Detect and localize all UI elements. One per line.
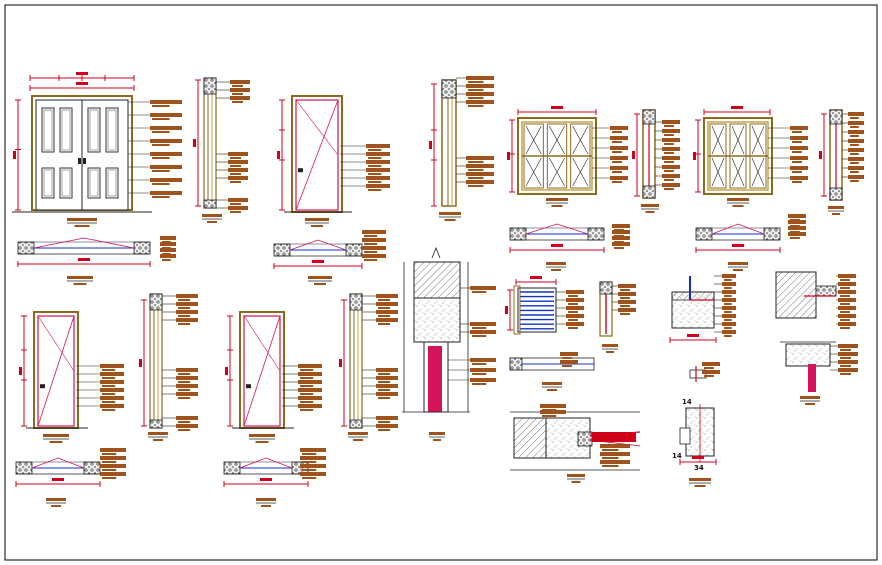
- window-jamb-a: [632, 109, 680, 213]
- column-section-detail: [679, 404, 717, 487]
- single-door-c-plan: [223, 448, 326, 507]
- louver-sill-plan: [509, 344, 618, 391]
- sheet-border: [4, 4, 878, 561]
- window-b-plan: [695, 214, 806, 271]
- wall-section: [402, 246, 496, 441]
- door-jamb-section-b: [429, 76, 494, 221]
- dimension-label-top: 14: [682, 398, 692, 406]
- dimension-label-left: 14: [672, 452, 682, 460]
- dimension-label-bottom: 34: [694, 464, 704, 472]
- window-a-plan: [509, 223, 630, 271]
- single-door-b-plan: [15, 448, 126, 507]
- double-door-plan: [17, 236, 176, 285]
- column-dimension-labels: 14 34 14: [672, 398, 704, 472]
- concrete-slab-detail: [510, 404, 641, 483]
- single-door-a-plan: [273, 230, 386, 285]
- window-b-elevation: [693, 106, 808, 207]
- single-door-c: [225, 311, 322, 443]
- single-door-a: [277, 95, 390, 227]
- single-door-b: [19, 311, 124, 443]
- detail-blocks: [669, 271, 858, 405]
- double-door-elevation: [12, 72, 182, 227]
- door-jamb-section-a: [193, 77, 250, 223]
- window-a-elevation: [507, 106, 628, 207]
- door-jamb-section-d: [339, 293, 398, 441]
- door-jamb-section-c: [139, 293, 198, 441]
- louver-detail: [505, 276, 636, 337]
- window-jamb-b: [819, 109, 864, 215]
